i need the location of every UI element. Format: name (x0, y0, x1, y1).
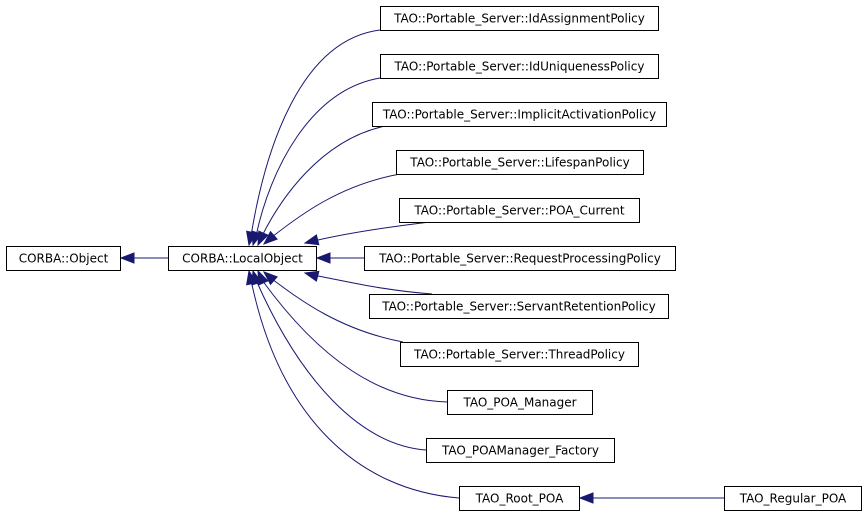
inheritance-arrowhead-icon (119, 252, 135, 264)
class-node-lifespan[interactable]: TAO::Portable_Server::LifespanPolicy (396, 150, 644, 175)
class-node-poamanager-factory[interactable]: TAO_POAManager_Factory (426, 438, 615, 463)
class-node-label[interactable]: CORBA::Object (19, 252, 109, 266)
edge-request_processing-to-corba_localobject (315, 252, 364, 264)
class-node-box[interactable] (372, 102, 667, 127)
class-node-servant-retention[interactable]: TAO::Portable_Server::ServantRetentionPo… (369, 294, 669, 319)
inheritance-edge-line (317, 275, 433, 295)
class-node-label[interactable]: TAO::Portable_Server::IdUniquenessPolicy (394, 60, 645, 74)
inheritance-edge-line (250, 279, 460, 499)
edge-regular_poa-to-root_poa (578, 492, 724, 504)
inheritance-arrowhead-icon (257, 230, 269, 247)
class-node-corba-object[interactable]: CORBA::Object (6, 246, 121, 271)
class-node-id-uniqueness[interactable]: TAO::Portable_Server::IdUniquenessPolicy (380, 54, 659, 79)
class-node-poa-current[interactable]: TAO::Portable_Server::POA_Current (399, 198, 640, 223)
class-node-request-processing[interactable]: TAO::Portable_Server::RequestProcessingP… (364, 246, 676, 271)
class-node-box[interactable] (724, 486, 862, 511)
inheritance-arrowhead-icon (246, 269, 258, 286)
inheritance-edge-line (261, 125, 386, 237)
inheritance-edge-line (255, 279, 427, 451)
class-node-label[interactable]: CORBA::LocalObject (182, 252, 303, 266)
class-node-box[interactable] (426, 438, 615, 463)
class-node-box[interactable] (168, 246, 317, 271)
inheritance-edge-line (255, 77, 381, 237)
edge-implicit_activation-to-corba_localobject (257, 125, 386, 247)
class-node-label[interactable]: TAO_POAManager_Factory (441, 444, 599, 458)
inheritance-edge-line (317, 221, 431, 241)
class-node-box[interactable] (459, 486, 580, 511)
class-node-label[interactable]: TAO_Regular_POA (739, 492, 847, 506)
class-node-label[interactable]: TAO::Portable_Server::POA_Current (413, 204, 624, 218)
class-node-label[interactable]: TAO::Portable_Server::ServantRetentionPo… (381, 300, 656, 314)
edge-poa_manager-to-corba_localobject (257, 269, 448, 403)
class-node-label[interactable]: TAO::Portable_Server::RequestProcessingP… (378, 252, 661, 266)
inheritance-edge-line (271, 278, 404, 343)
inheritance-edge-line (261, 279, 448, 403)
class-node-label[interactable]: TAO::Portable_Server::ThreadPolicy (413, 348, 625, 362)
inheritance-arrowhead-icon (303, 234, 320, 246)
inheritance-edge-line (271, 173, 401, 238)
class-node-corba-localobject[interactable]: CORBA::LocalObject (168, 246, 317, 271)
edge-lifespan-to-corba_localobject (262, 173, 401, 245)
class-node-box[interactable] (447, 390, 593, 415)
inheritance-arrowhead-icon (578, 492, 594, 504)
edge-root_poa-to-corba_localobject (246, 269, 460, 499)
class-node-box[interactable] (380, 54, 659, 79)
edge-poa_current-to-corba_localobject (303, 221, 431, 246)
edge-servant_retention-to-corba_localobject (303, 270, 433, 295)
class-node-thread-policy[interactable]: TAO::Portable_Server::ThreadPolicy (400, 342, 639, 367)
class-node-label[interactable]: TAO_Root_POA (475, 492, 565, 506)
class-node-regular-poa[interactable]: TAO_Regular_POA (724, 486, 862, 511)
class-node-label[interactable]: TAO::Portable_Server::LifespanPolicy (409, 156, 629, 170)
edge-thread_policy-to-corba_localobject (262, 271, 404, 343)
class-node-box[interactable] (400, 342, 639, 367)
inheritance-edge-line (250, 29, 381, 237)
inheritance-arrowhead-icon (262, 271, 278, 286)
class-node-box[interactable] (369, 294, 669, 319)
class-node-implicit-activation[interactable]: TAO::Portable_Server::ImplicitActivation… (372, 102, 667, 127)
inheritance-arrowhead-icon (303, 270, 320, 282)
class-node-box[interactable] (364, 246, 676, 271)
class-node-label[interactable]: TAO::Portable_Server::IdAssignmentPolicy (393, 12, 645, 26)
class-node-id-assignment[interactable]: TAO::Portable_Server::IdAssignmentPolicy (380, 6, 659, 31)
class-node-box[interactable] (396, 150, 644, 175)
class-node-poa-manager[interactable]: TAO_POA_Manager (447, 390, 593, 415)
inheritance-arrowhead-icon (262, 230, 278, 245)
edges-layer (119, 29, 724, 504)
inheritance-arrowhead-icon (315, 252, 331, 264)
class-node-label[interactable]: TAO_POA_Manager (462, 396, 576, 410)
class-node-label[interactable]: TAO::Portable_Server::ImplicitActivation… (382, 108, 656, 122)
class-node-root-poa[interactable]: TAO_Root_POA (459, 486, 580, 511)
class-node-box[interactable] (6, 246, 121, 271)
edge-corba_localobject-to-corba_object (119, 252, 168, 264)
class-node-box[interactable] (399, 198, 640, 223)
class-node-box[interactable] (380, 6, 659, 31)
edge-id_assignment-to-corba_localobject (246, 29, 381, 247)
